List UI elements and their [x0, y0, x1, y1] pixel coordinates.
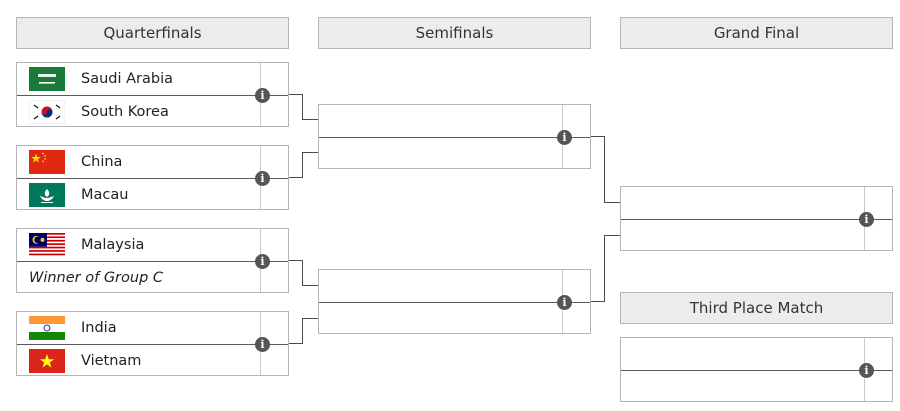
vietnam-flag	[29, 349, 65, 373]
sf2-team2-slot[interactable]	[319, 303, 562, 335]
semifinals-header: Semifinals	[318, 17, 591, 49]
match-info-icon[interactable]: i	[255, 171, 270, 186]
china-flag	[29, 150, 65, 174]
sf2-team1-slot[interactable]	[319, 270, 562, 302]
match-info-icon[interactable]: i	[255, 88, 270, 103]
qf3-team2-slot[interactable]: Winner of Group C	[17, 262, 260, 294]
slot-divider	[17, 344, 288, 345]
slot-divider	[319, 302, 590, 303]
slot-divider	[621, 219, 892, 220]
slot-divider	[17, 178, 288, 179]
south-korea-flag	[29, 100, 65, 124]
slot-divider	[17, 95, 288, 96]
final-team2-slot[interactable]	[621, 220, 864, 252]
slot-divider	[621, 370, 892, 371]
qf3-team1-slot[interactable]: Malaysia	[17, 229, 260, 261]
qf1-team1-slot[interactable]: Saudi Arabia	[17, 63, 260, 95]
third-team2-slot[interactable]	[621, 371, 864, 403]
third-place-match[interactable]: i	[620, 337, 893, 402]
team-name: India	[81, 320, 117, 336]
match-info-icon[interactable]: i	[255, 337, 270, 352]
third-team1-slot[interactable]	[621, 338, 864, 370]
quarterfinal-match-4[interactable]: India Vietnam i	[16, 311, 289, 376]
match-info-icon[interactable]: i	[255, 254, 270, 269]
quarterfinal-match-2[interactable]: China Macau i	[16, 145, 289, 210]
qf2-team1-slot[interactable]: China	[17, 146, 260, 178]
semifinal-match-1[interactable]: i	[318, 104, 591, 169]
sf1-team1-slot[interactable]	[319, 105, 562, 137]
saudi-arabia-flag	[29, 67, 65, 91]
team-name: South Korea	[81, 104, 169, 120]
semifinal-match-2[interactable]: i	[318, 269, 591, 334]
grand-final-match[interactable]: i	[620, 186, 893, 251]
third-place-header: Third Place Match	[620, 292, 893, 324]
qf4-team1-slot[interactable]: India	[17, 312, 260, 344]
team-name: Macau	[81, 187, 129, 203]
match-info-icon[interactable]: i	[557, 295, 572, 310]
match-info-icon[interactable]: i	[859, 212, 874, 227]
final-team1-slot[interactable]	[621, 187, 864, 219]
match-info-icon[interactable]: i	[557, 130, 572, 145]
sf1-team2-slot[interactable]	[319, 138, 562, 170]
macau-flag	[29, 183, 65, 207]
team-name: Saudi Arabia	[81, 71, 174, 87]
slot-divider	[17, 261, 288, 262]
team-name: China	[81, 154, 123, 170]
qf2-team2-slot[interactable]: Macau	[17, 179, 260, 211]
team-name: Vietnam	[81, 353, 142, 369]
grand-final-header: Grand Final	[620, 17, 893, 49]
quarterfinals-header: Quarterfinals	[16, 17, 289, 49]
quarterfinal-match-3[interactable]: Malaysia Winner of Group C i	[16, 228, 289, 293]
qf4-team2-slot[interactable]: Vietnam	[17, 345, 260, 377]
slot-divider	[319, 137, 590, 138]
qf1-team2-slot[interactable]: South Korea	[17, 96, 260, 128]
quarterfinal-match-1[interactable]: Saudi Arabia South Korea i	[16, 62, 289, 127]
placeholder-team-name: Winner of Group C	[29, 270, 164, 286]
india-flag	[29, 316, 65, 340]
match-info-icon[interactable]: i	[859, 363, 874, 378]
malaysia-flag	[29, 233, 65, 257]
team-name: Malaysia	[81, 237, 145, 253]
